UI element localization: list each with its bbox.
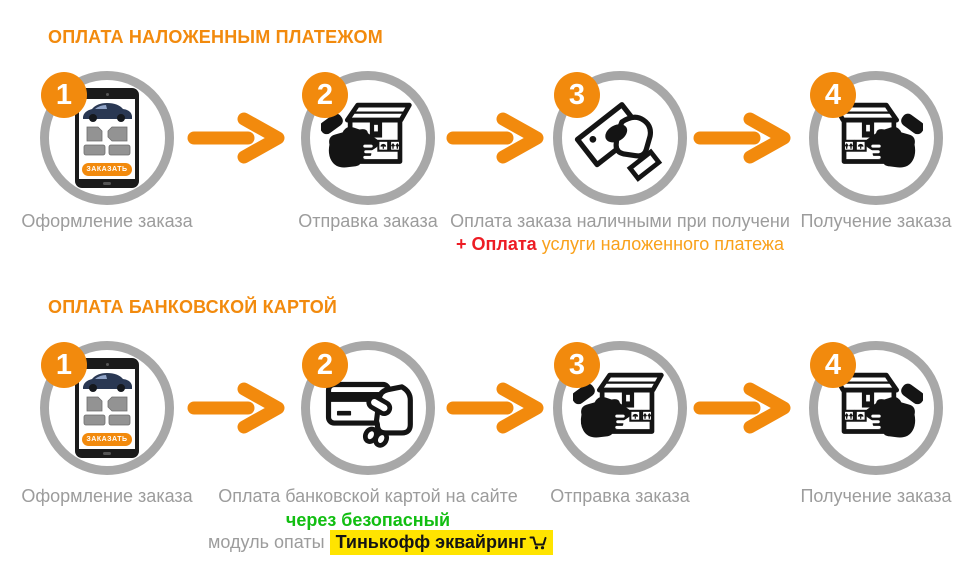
step-badge: 4 bbox=[810, 342, 856, 388]
flow-arrow-icon bbox=[693, 112, 791, 164]
flow-arrow-icon bbox=[187, 382, 285, 434]
step-badge: 1 bbox=[41, 342, 87, 388]
step-badge: 4 bbox=[810, 72, 856, 118]
step-badge: 3 bbox=[554, 72, 600, 118]
flow-arrow-icon bbox=[693, 382, 791, 434]
step-circle-ship-2: 3 bbox=[553, 341, 687, 475]
cash-in-hand-icon bbox=[574, 102, 663, 182]
step-badge: 2 bbox=[302, 342, 348, 388]
flow-arrow-icon bbox=[446, 382, 544, 434]
flow-arrow-icon bbox=[187, 112, 285, 164]
step-caption-secure: через безопасный bbox=[285, 510, 451, 530]
car-image bbox=[83, 373, 132, 392]
hand-box-receive-icon bbox=[832, 372, 923, 438]
step-badge: 3 bbox=[554, 342, 600, 388]
hand-box-send-icon bbox=[321, 102, 412, 168]
step-caption: Оплата банковской картой на сайте bbox=[218, 486, 518, 506]
section-title-card: ОПЛАТА БАНКОВСКОЙ КАРТОЙ bbox=[48, 297, 338, 317]
tablet-order-icon: ЗАКАЗАТЬ bbox=[75, 88, 139, 188]
tablet-camera-dot bbox=[106, 93, 109, 96]
cart-icon bbox=[529, 536, 547, 550]
step-caption: Отправка заказа bbox=[550, 486, 690, 506]
step-caption: Получение заказа bbox=[800, 486, 952, 506]
step-circle-receive-2: 4 bbox=[809, 341, 943, 475]
tablet-home-button bbox=[103, 182, 111, 185]
order-button: ЗАКАЗАТЬ bbox=[82, 163, 132, 176]
tablet-order-icon: ЗАКАЗАТЬ bbox=[75, 358, 139, 458]
step-caption: Получение заказа bbox=[800, 211, 952, 231]
step-circle-order-1: 1 ЗАКАЗАТЬ bbox=[40, 71, 174, 205]
step-caption: Оформление заказа bbox=[21, 486, 193, 506]
flow-arrow-icon bbox=[446, 112, 544, 164]
car-image bbox=[83, 103, 132, 122]
tablet-screen: ЗАКАЗАТЬ bbox=[79, 369, 135, 449]
hand-box-send-icon bbox=[573, 372, 664, 438]
step-caption: Отправка заказа bbox=[298, 211, 438, 231]
step-badge: 1 bbox=[41, 72, 87, 118]
step-caption: Оплата заказа наличными при получени bbox=[450, 211, 790, 231]
step-caption-extra: + Оплата услуги наложенного платежа bbox=[456, 234, 784, 254]
step-circle-ship-1: 2 bbox=[301, 71, 435, 205]
step-circle-cash-payment: 3 bbox=[553, 71, 687, 205]
step-circle-receive-1: 4 bbox=[809, 71, 943, 205]
step-circle-order-2: 1 ЗАКАЗАТЬ bbox=[40, 341, 174, 475]
tinkoff-acquiring-highlight: Тинькофф эквайринг bbox=[329, 530, 554, 555]
step-caption-acquiring: модуль опаты Тинькофф эквайринг bbox=[208, 530, 554, 555]
car-mats-image bbox=[83, 126, 131, 156]
step-circle-card-payment: 2 bbox=[301, 341, 435, 475]
tablet-home-button bbox=[103, 452, 111, 455]
car-mats-image bbox=[83, 396, 131, 426]
step-badge: 2 bbox=[302, 72, 348, 118]
bank-card-in-hand-icon bbox=[325, 381, 413, 448]
tablet-screen: ЗАКАЗАТЬ bbox=[79, 99, 135, 179]
step-caption: Оформление заказа bbox=[21, 211, 193, 231]
tablet-camera-dot bbox=[106, 363, 109, 366]
order-button: ЗАКАЗАТЬ bbox=[82, 433, 132, 446]
section-title-cod: ОПЛАТА НАЛОЖЕННЫМ ПЛАТЕЖОМ bbox=[48, 27, 383, 47]
